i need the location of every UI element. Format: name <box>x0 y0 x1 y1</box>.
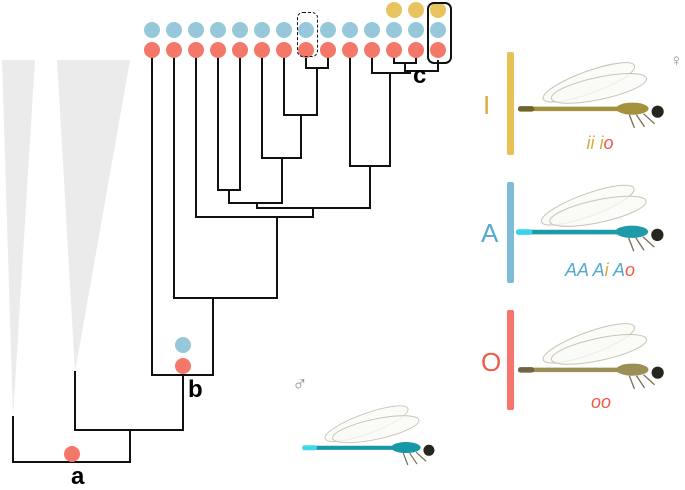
genotype-token: i <box>599 133 604 153</box>
ancestral-dot-red <box>64 446 80 462</box>
tip-dot-red <box>210 42 226 58</box>
genotype-token: o <box>625 260 636 280</box>
tip-dot-blue <box>144 22 160 38</box>
tip-dot-red <box>386 42 402 58</box>
genotype-token: A <box>608 260 625 280</box>
morph-bar-A <box>507 182 514 283</box>
tip-dot-red <box>144 42 160 58</box>
morph-letter-I: I <box>483 90 491 120</box>
tip-dot-blue <box>254 22 270 38</box>
genotype-token: ii <box>586 133 600 153</box>
tip-dot-red <box>342 42 358 58</box>
tip-dot-red <box>254 42 270 58</box>
female-symbol: ♀ <box>670 51 683 70</box>
node-label-b: b <box>188 376 203 403</box>
genotype-token: oo <box>590 392 612 412</box>
damselfly-illustration <box>516 184 664 252</box>
genotype-token: o <box>603 133 614 153</box>
tip-dot-blue <box>188 22 204 38</box>
morph-letter-O: O <box>481 347 502 377</box>
tip-dot-red <box>276 42 292 58</box>
collapsed-clade-triangle-1 <box>2 60 35 417</box>
genotype-label-I: ii io <box>545 133 655 154</box>
tip-dot-blue <box>166 22 182 38</box>
tip-dot-blue <box>386 22 402 38</box>
tip-dot-blue <box>320 22 336 38</box>
tip-dot-red <box>232 42 248 58</box>
morph-letter-A: A <box>481 218 499 248</box>
damselfly-illustration <box>518 323 664 390</box>
tip-dot-yellow <box>408 2 424 18</box>
tip-dot-blue <box>408 22 424 38</box>
solid-highlight-box <box>427 2 452 64</box>
genotype-label-A: AA Ai Ao <box>535 260 665 281</box>
genotype-token: AA A <box>564 260 605 280</box>
damselfly-illustration <box>518 62 664 129</box>
ancestral-dot-red <box>175 358 191 374</box>
damselfly-illustration <box>302 405 435 466</box>
dashed-highlight-box <box>297 12 318 57</box>
tip-dot-blue <box>430 22 446 38</box>
tip-dot-red <box>408 42 424 58</box>
tip-dot-red <box>430 42 446 58</box>
morph-bar-I <box>507 52 514 155</box>
collapsed-clade-triangle-2 <box>57 60 130 372</box>
node-label-a: a <box>71 463 85 490</box>
tip-dot-blue <box>276 22 292 38</box>
tip-dot-red <box>364 42 380 58</box>
male-symbol: ♂ <box>292 373 308 396</box>
tip-dot-red <box>166 42 182 58</box>
ancestral-dot-blue <box>175 337 191 353</box>
tip-dot-red <box>188 42 204 58</box>
tip-dot-blue <box>232 22 248 38</box>
tip-dot-yellow <box>430 2 446 18</box>
damselfly-image-A <box>516 172 685 268</box>
tip-dot-blue <box>210 22 226 38</box>
morph-bar-O <box>507 310 514 410</box>
damselfly-image-male <box>300 398 456 476</box>
tip-dot-blue <box>342 22 358 38</box>
tip-dot-red <box>320 42 336 58</box>
tip-dot-blue <box>298 22 314 38</box>
genotype-label-O: oo <box>546 392 656 413</box>
genotype-token: i <box>604 260 609 280</box>
tip-dot-blue <box>364 22 380 38</box>
tip-dot-yellow <box>386 2 402 18</box>
damselfly-image-I <box>518 54 685 140</box>
node-label-c: c <box>413 62 427 89</box>
damselfly-image-O <box>518 314 685 402</box>
tree-branches <box>12 55 439 463</box>
